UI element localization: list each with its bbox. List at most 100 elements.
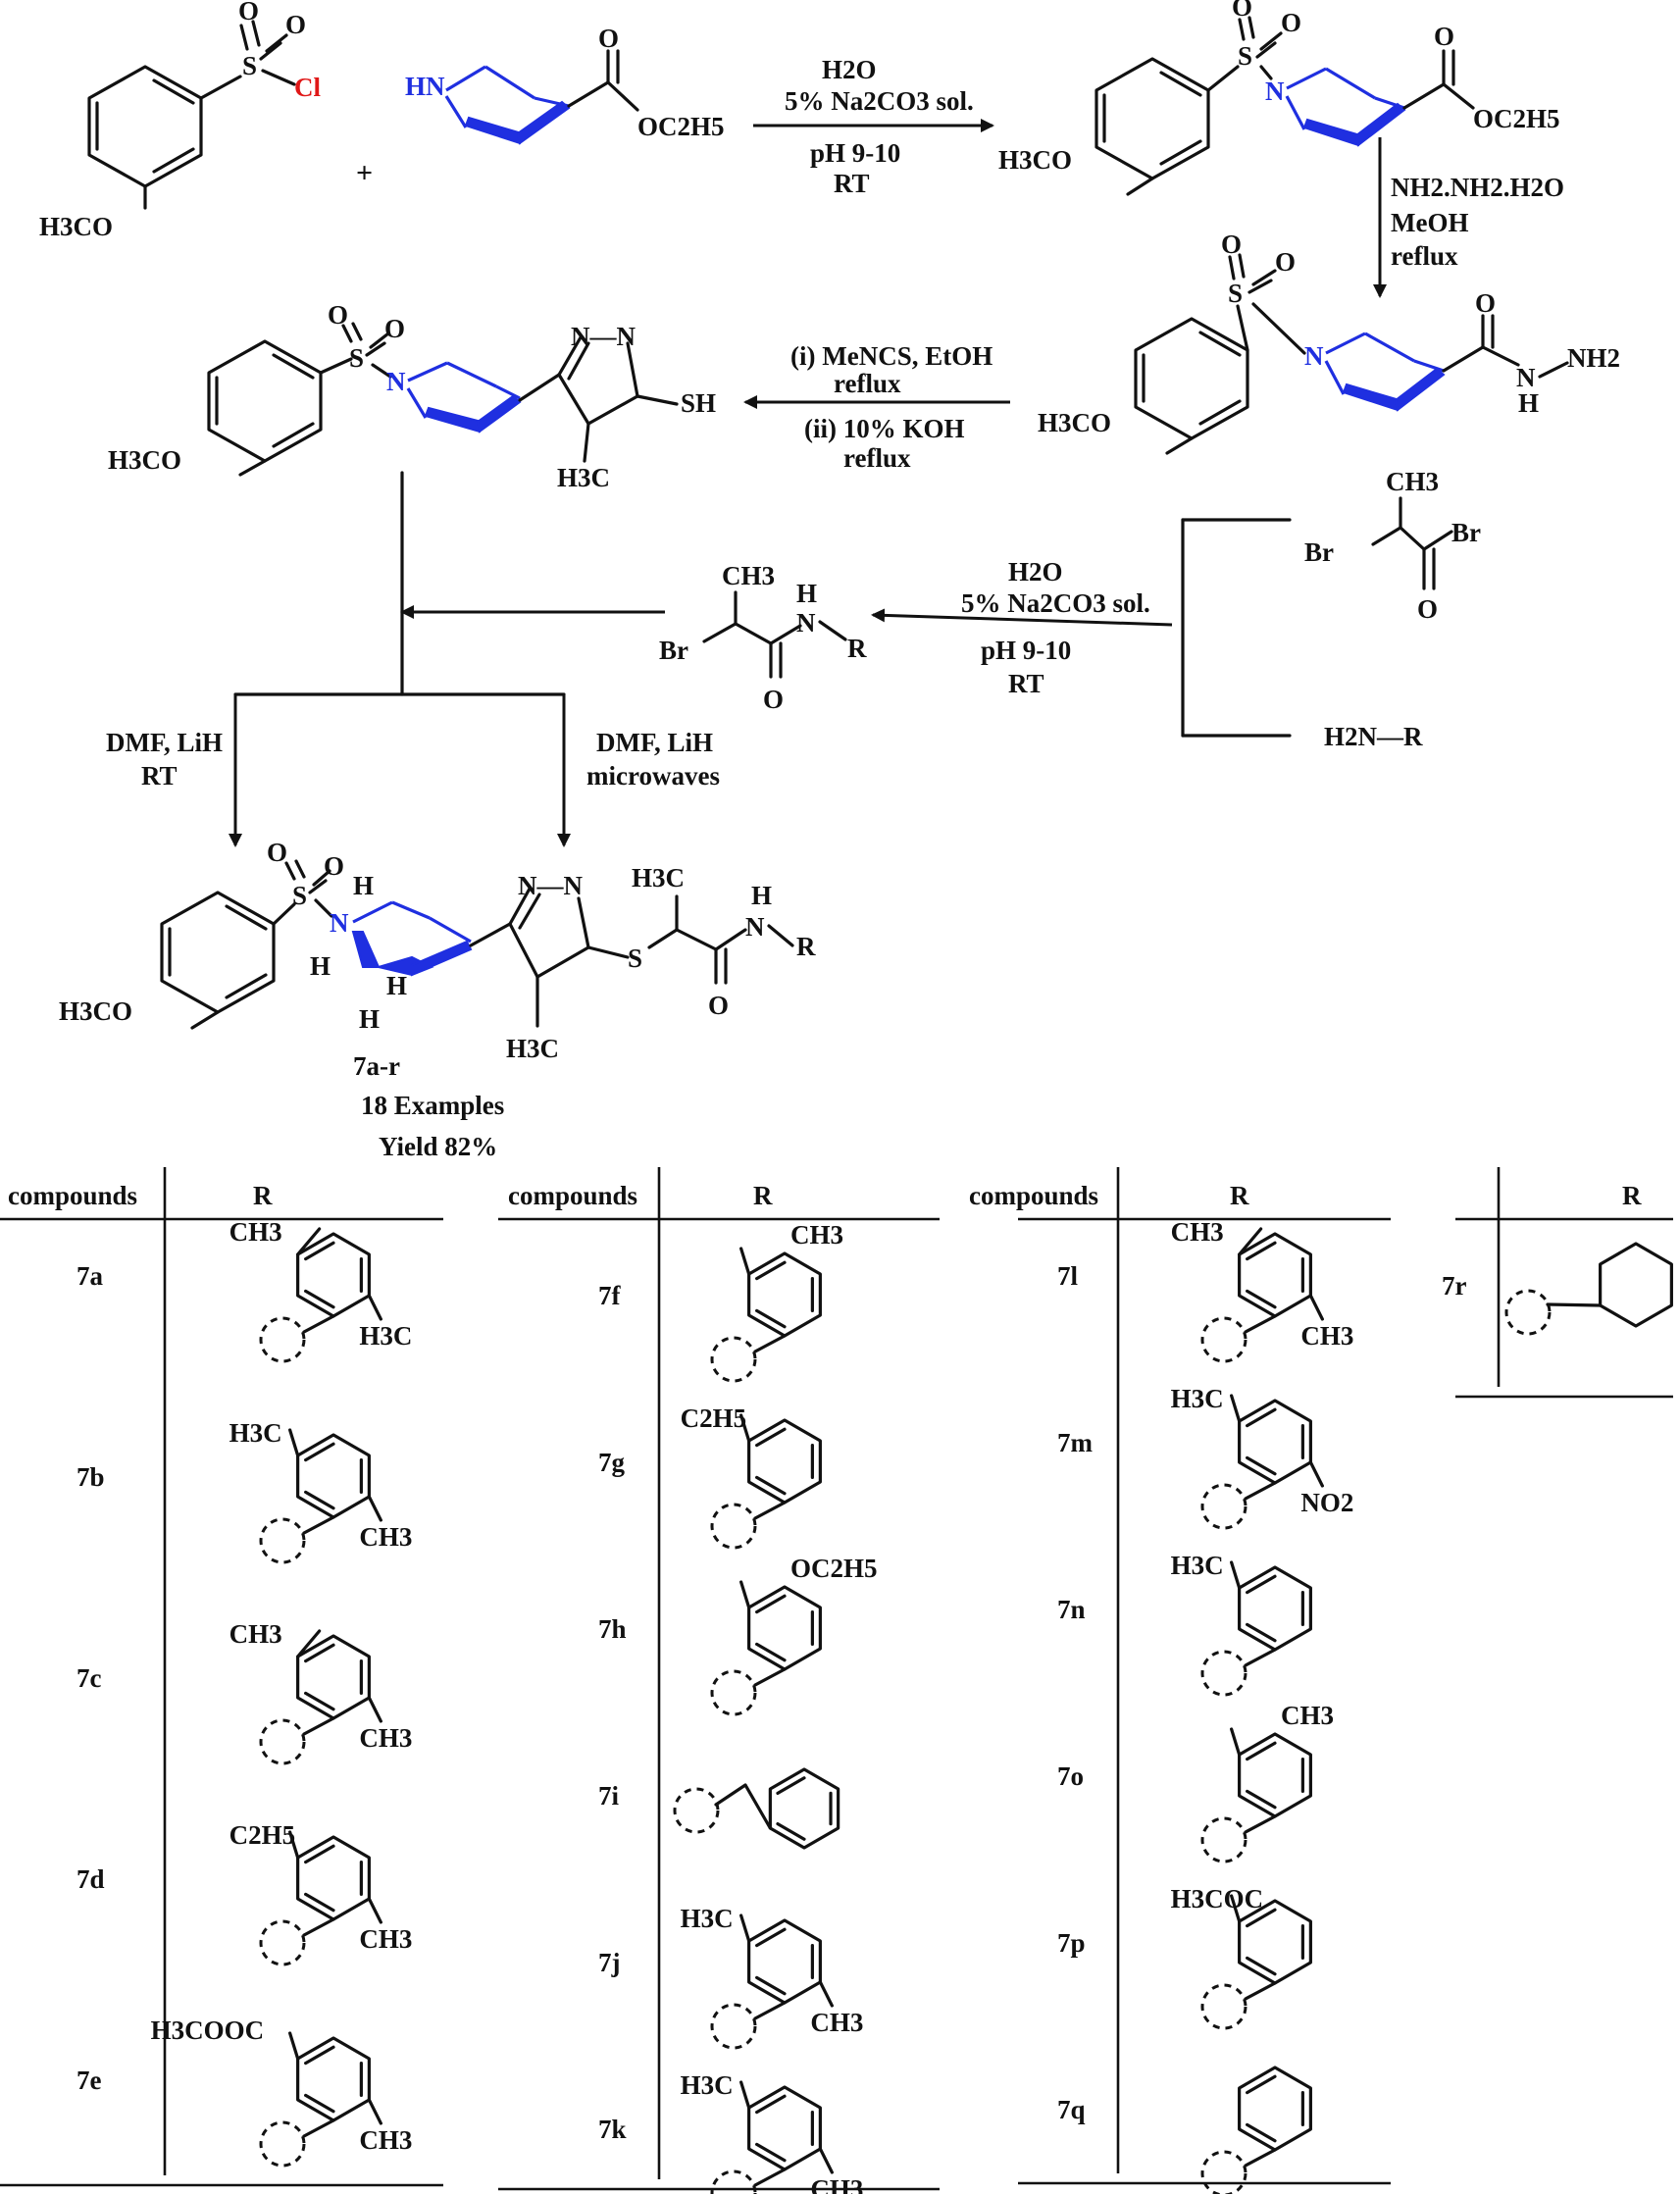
step2-cond-2: MeOH	[1391, 208, 1468, 237]
substituent-label: H3C	[1171, 1384, 1224, 1413]
product-yield: Yield 82%	[379, 1132, 497, 1161]
tz-nn: N—N	[571, 322, 636, 351]
compound-id: 7d	[76, 1864, 105, 1894]
acyl-br-left: Br	[1304, 537, 1334, 567]
so2-oxygen-top: O	[238, 0, 259, 26]
substituent-label: CH3	[810, 2008, 863, 2037]
step5-right-2: microwaves	[586, 761, 720, 791]
substituent-label: C2H5	[229, 1820, 296, 1850]
fp-h-4: H	[359, 1004, 380, 1034]
ba-br: Br	[659, 636, 688, 665]
fp-nn: N—N	[518, 871, 583, 900]
substituent-label: CH3	[790, 1220, 843, 1250]
compound-id: 7g	[598, 1448, 626, 1477]
compound-id: 7e	[76, 2066, 102, 2095]
table-row-7i: 7i	[598, 1767, 840, 1850]
step1-cond-1: H2O	[822, 55, 877, 84]
step5-left-1: DMF, LiH	[106, 728, 223, 757]
product-examples: 18 Examples	[361, 1091, 504, 1120]
table-row-7f: 7f CH3	[598, 1220, 843, 1383]
hz-nh2: NH2	[1567, 343, 1620, 373]
amine-label: H2N—R	[1324, 722, 1423, 751]
fp-s-linker: S	[628, 944, 642, 973]
step2-conditions: NH2.NH2.H2O MeOH reflux	[1391, 173, 1564, 271]
plus-sign: +	[356, 157, 373, 189]
hz-sulfur: S	[1228, 279, 1243, 308]
fp-amide-r: R	[796, 932, 816, 961]
fp-h-2: H	[310, 951, 331, 981]
sulfonyl-chloride-molecule: O O S Cl H3CO	[39, 0, 321, 241]
p1-ester: OC2H5	[1473, 104, 1560, 133]
substituent-label: H3COOC	[151, 2015, 265, 2045]
chlorine-atom: Cl	[294, 73, 321, 102]
table-row-7e: 7e H3COOC CH3	[76, 2015, 412, 2168]
table-row-7n: 7n H3C	[1057, 1551, 1312, 1697]
header-compounds: compounds	[969, 1181, 1098, 1210]
substituent-label: H3C	[359, 1321, 412, 1351]
substituent-label: OC2H5	[790, 1554, 878, 1583]
ester-group-label: OC2H5	[637, 112, 725, 141]
substituent-label: CH3	[359, 1723, 412, 1753]
fp-h3c: H3C	[632, 863, 685, 893]
substituent-label: CH3	[359, 1924, 412, 1954]
fp-amide-n: N	[745, 912, 765, 942]
compound-id: 7k	[598, 2115, 627, 2144]
step5-right-1: DMF, LiH	[596, 728, 713, 757]
acyl-o: O	[1417, 594, 1438, 624]
compound-id: 7r	[1442, 1271, 1467, 1301]
arrow-step4	[871, 608, 1173, 627]
hz-o-right: O	[1275, 247, 1296, 277]
compound-id: 7j	[598, 1948, 621, 1977]
hz-nitrogen: N	[1304, 341, 1324, 371]
p1-methoxy: H3CO	[998, 145, 1072, 175]
table-row-7r: 7r	[1442, 1242, 1673, 1336]
step4-cond-3: pH 9-10	[981, 636, 1071, 665]
hz-o-top: O	[1221, 230, 1242, 259]
side-reagents: CH3 Br Br O H2N—R	[1181, 467, 1481, 751]
table-row-7j: 7j H3C CH3	[598, 1904, 863, 2050]
fp-h-3: H	[386, 971, 407, 1000]
step3-cond-2: reflux	[834, 369, 901, 398]
fp-amide-o: O	[708, 991, 729, 1020]
step3-cond-1: (i) MeNCS, EtOH	[790, 341, 993, 371]
substituent-label: CH3	[359, 2125, 412, 2155]
substituent-label: H3C	[681, 1904, 734, 1933]
p1-o-right: O	[1281, 8, 1301, 37]
step1-cond-2: 5% Na2CO3 sol.	[785, 86, 974, 116]
step5-conditions: DMF, LiH RT DMF, LiH microwaves	[106, 728, 720, 791]
header-r: R	[1230, 1181, 1249, 1210]
header-r: R	[1622, 1181, 1642, 1210]
substituent-label: H3C	[1171, 1551, 1224, 1580]
p1-sulfur: S	[1238, 41, 1252, 71]
compound-id: 7m	[1057, 1428, 1094, 1457]
step4-conditions: H2O 5% Na2CO3 sol. pH 9-10 RT	[961, 557, 1150, 698]
compound-id: 7f	[598, 1281, 622, 1310]
acyl-ch3: CH3	[1386, 467, 1439, 496]
ba-n: N	[796, 608, 816, 638]
step3-conditions: (i) MeNCS, EtOH reflux (ii) 10% KOH refl…	[790, 341, 993, 473]
fp-methoxy: H3CO	[59, 996, 132, 1026]
fp-h-1: H	[353, 871, 374, 900]
so2-oxygen-right: O	[285, 10, 306, 39]
nh-label: HN	[405, 72, 445, 101]
step2-cond-3: reflux	[1391, 241, 1458, 271]
final-product-molecule: H3CO S O O N H H H H N—N H3C S	[59, 838, 816, 1063]
hz-h: H	[1518, 388, 1539, 418]
step3-cond-3: (ii) 10% KOH	[804, 414, 965, 443]
compound-id: 7n	[1057, 1595, 1086, 1624]
substituent-label: H3C	[681, 2070, 734, 2100]
fp-amide-h: H	[751, 881, 772, 910]
tz-sulfur: S	[349, 343, 364, 373]
ba-o: O	[763, 685, 784, 714]
substituent-label: C2H5	[681, 1403, 747, 1433]
step1-conditions: H2O 5% Na2CO3 sol. pH 9-10 RT	[785, 55, 974, 198]
compound-id: 7l	[1057, 1261, 1079, 1291]
